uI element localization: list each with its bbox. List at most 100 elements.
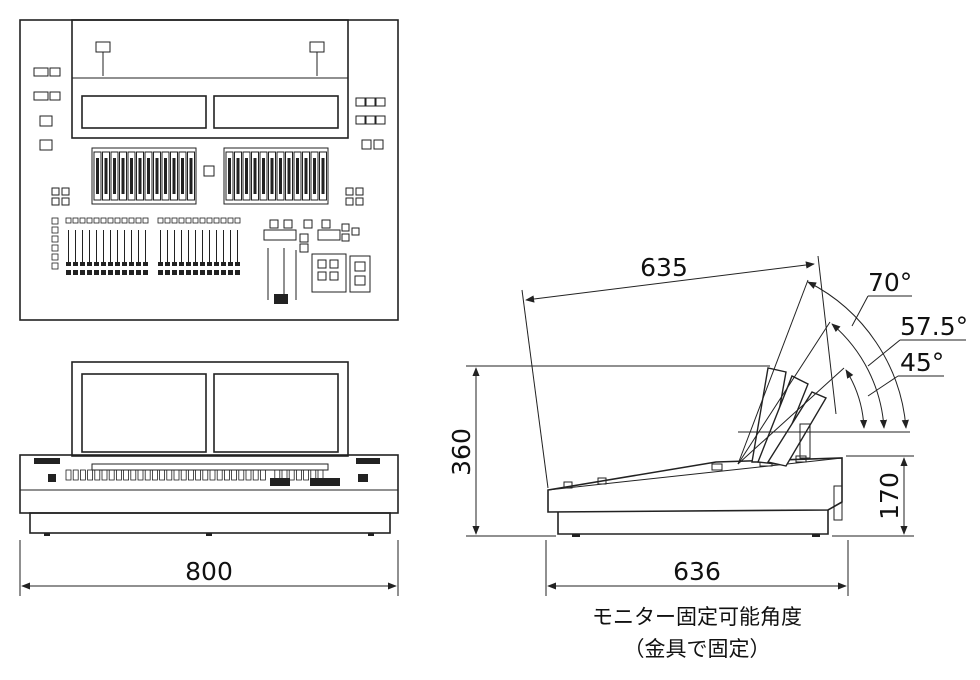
front-knob xyxy=(202,469,209,481)
fader-knob xyxy=(193,262,198,266)
fader-knob xyxy=(122,262,127,266)
channel-button xyxy=(178,217,185,224)
fader-knob xyxy=(129,262,134,266)
fader-knob xyxy=(94,262,99,266)
front-knob xyxy=(252,469,259,481)
fader-slot xyxy=(104,158,108,194)
fader-slot xyxy=(245,158,248,194)
fader-slot xyxy=(181,158,184,194)
front-knob xyxy=(130,469,137,481)
fader-knob xyxy=(108,262,113,266)
front-knob xyxy=(231,469,238,481)
fader-slot xyxy=(147,158,150,194)
channel-button xyxy=(199,217,206,224)
front-control xyxy=(270,478,290,486)
front-control xyxy=(48,474,56,482)
channel-button xyxy=(207,270,212,275)
fader-slot xyxy=(138,158,142,194)
channel-button xyxy=(172,270,177,275)
front-knob xyxy=(223,469,230,481)
fader-knob xyxy=(214,262,219,266)
depth-label: 636 xyxy=(673,557,721,586)
front-knob xyxy=(259,469,266,481)
channel-button xyxy=(234,217,241,224)
fader-slot xyxy=(279,158,282,194)
fader-knob xyxy=(179,262,184,266)
channel-button xyxy=(185,217,192,224)
front-knob xyxy=(72,469,79,481)
upper-fader-bank-right xyxy=(223,147,329,205)
front-knob xyxy=(166,469,173,481)
fader-slot xyxy=(253,158,257,194)
fader-knob xyxy=(165,262,170,266)
angle-45-label: 45° xyxy=(900,348,944,377)
channel-button xyxy=(206,217,213,224)
total-height-dimension: 360 xyxy=(447,365,770,537)
side-view xyxy=(547,279,966,537)
fader-knob xyxy=(66,262,71,266)
front-knob xyxy=(94,469,101,481)
width-dimension: 800 xyxy=(19,540,399,596)
channel-button xyxy=(220,217,227,224)
upper-fader-bank-left xyxy=(91,147,197,205)
channel-button xyxy=(165,270,170,275)
channel-button xyxy=(142,217,149,224)
fader-slot xyxy=(236,158,240,194)
depth-dimension: 636 xyxy=(545,540,849,596)
channel-button xyxy=(72,217,79,224)
front-knob xyxy=(180,469,187,481)
caption-line-1: モニター固定可能角度 xyxy=(592,605,802,629)
front-knob xyxy=(123,469,129,481)
fader-knob xyxy=(115,262,120,266)
body-height-dimension: 170 xyxy=(832,455,914,537)
fader-slot xyxy=(304,158,308,194)
fader-knob xyxy=(235,262,240,266)
angle-70-label: 70° xyxy=(868,268,912,297)
channel-button xyxy=(171,217,178,224)
channel-button xyxy=(94,270,99,275)
fader-knob xyxy=(200,262,205,266)
right-button-group xyxy=(355,97,386,150)
width-label: 800 xyxy=(185,557,233,586)
slant-depth-label: 635 xyxy=(640,253,688,282)
side-button xyxy=(51,226,59,234)
channel-button xyxy=(87,270,92,275)
fader-knob xyxy=(207,262,212,266)
channel-button xyxy=(80,270,85,275)
fader-slot xyxy=(296,158,299,194)
fader-slot xyxy=(172,158,176,194)
caption-line-2: （金具で固定） xyxy=(624,637,771,661)
channel-button xyxy=(66,270,71,275)
front-knob xyxy=(137,469,144,481)
front-knob xyxy=(144,469,151,481)
right-control-section xyxy=(263,219,371,304)
angle-57-label: 57.5° xyxy=(900,312,968,341)
fader-slot xyxy=(121,158,125,194)
fader-knob xyxy=(143,262,148,266)
channel-button xyxy=(235,270,240,275)
hinge-icon xyxy=(95,41,325,76)
channel-button xyxy=(213,217,220,224)
side-button xyxy=(51,262,59,270)
channel-button xyxy=(122,270,127,275)
channel-button xyxy=(164,217,171,224)
side-button xyxy=(51,235,59,243)
channel-button xyxy=(86,217,93,224)
channel-button xyxy=(107,217,114,224)
front-knob xyxy=(245,469,252,481)
channel-button xyxy=(192,217,199,224)
fader-knob xyxy=(172,262,177,266)
front-control xyxy=(358,474,368,482)
front-knob xyxy=(87,469,93,481)
front-knob xyxy=(295,469,302,481)
fader-slot xyxy=(313,158,316,194)
fader-knob xyxy=(221,262,226,266)
front-knob xyxy=(151,469,158,481)
channel-button xyxy=(115,270,120,275)
channel-button xyxy=(179,270,184,275)
channel-button xyxy=(100,217,107,224)
front-strip xyxy=(91,463,329,471)
fader-slot xyxy=(155,158,159,194)
front-knob xyxy=(238,469,245,481)
